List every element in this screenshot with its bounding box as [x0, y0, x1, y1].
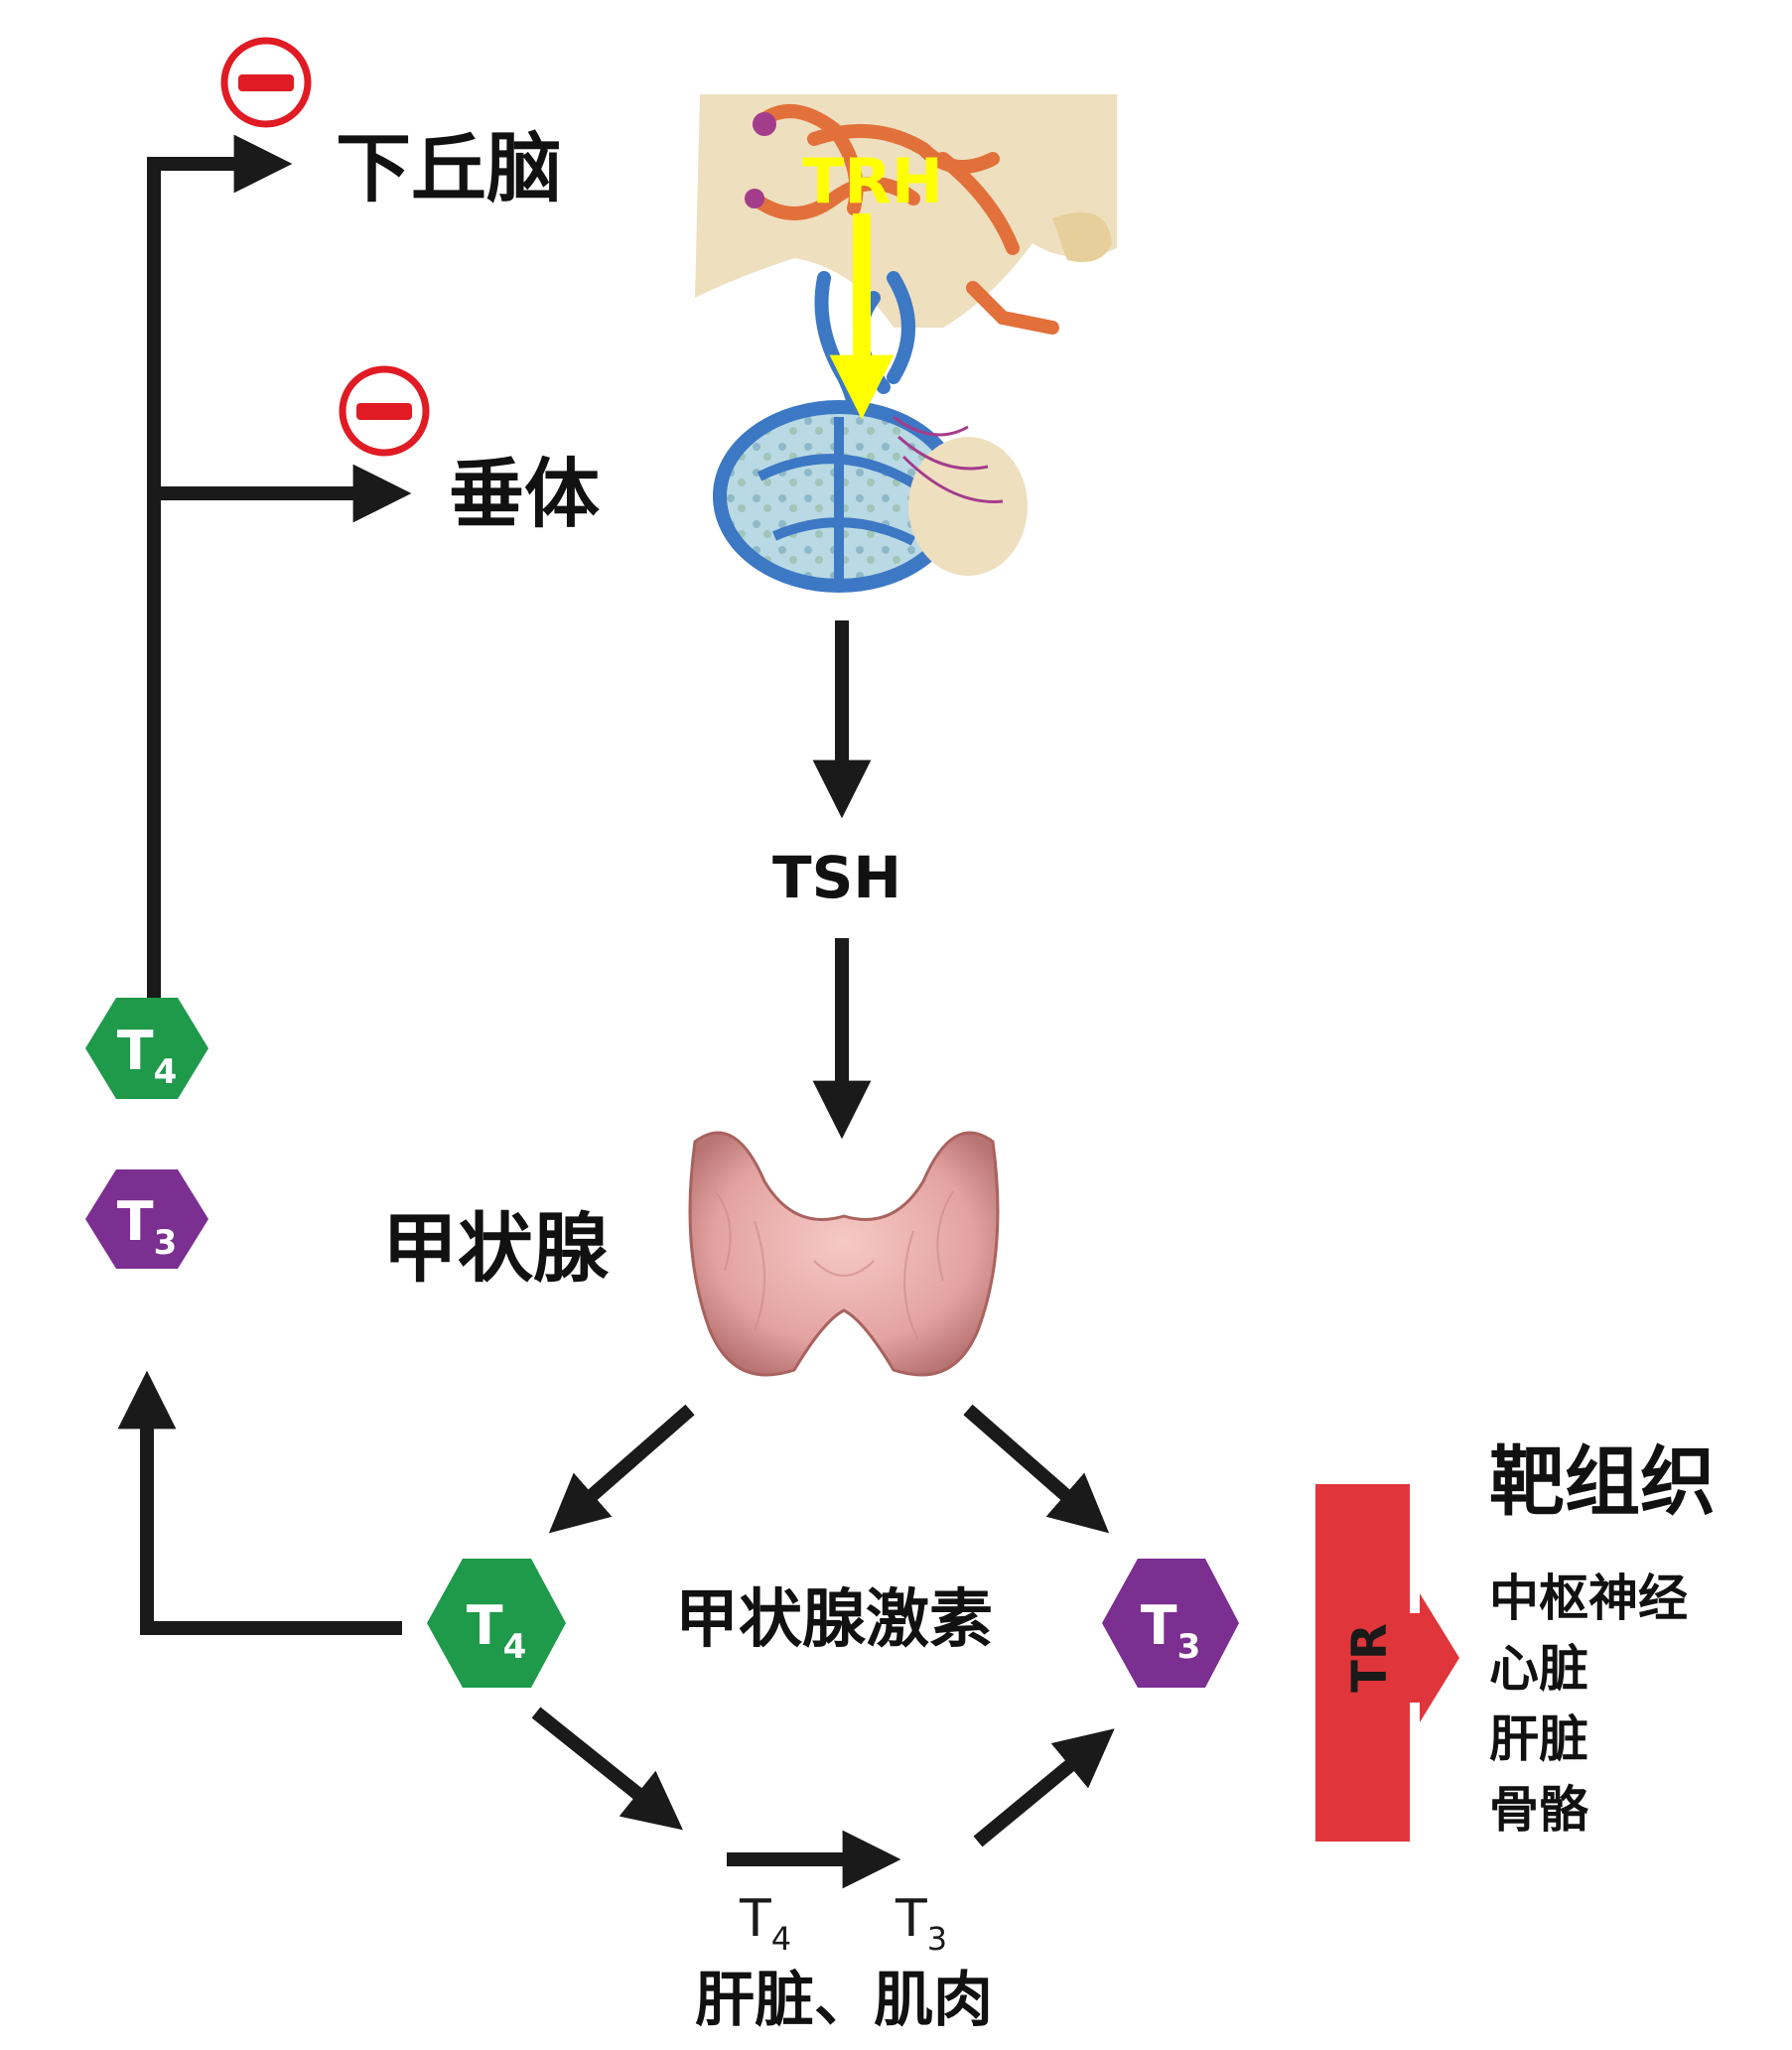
liver-muscle-label: 肝脏、肌肉: [695, 1966, 993, 2035]
hypothalamus-pituitary-illustration: [695, 94, 1117, 593]
thyroid-label: 甲状腺: [382, 1204, 609, 1293]
pituitary-label: 垂体: [449, 450, 600, 538]
t4-hexagon: T4: [427, 1559, 566, 1688]
t3-hexagon: T3: [1102, 1559, 1239, 1688]
target-item-bone: 骨骼: [1489, 1781, 1588, 1839]
receptor-label: TR: [1342, 1623, 1398, 1693]
arrows: [117, 134, 1115, 1889]
thyroid-receptor: TR: [1315, 1484, 1459, 1842]
liver-t3-label: T3: [895, 1889, 947, 1958]
minus-circle-icon: [339, 365, 430, 457]
arrow-t4-to-feedback: [117, 1370, 402, 1635]
svg-text:T3: T3: [1141, 1594, 1201, 1667]
trh-label: TRH: [802, 145, 943, 217]
arrow-liver-to-t3: [973, 1728, 1115, 1847]
minus-circle-icon: [220, 37, 312, 128]
target-item-liver: 肝脏: [1489, 1710, 1588, 1768]
target-item-heart: 心脏: [1489, 1640, 1588, 1698]
arrow-thyroid-to-t3: [963, 1404, 1110, 1534]
thyroid-hormone-label: 甲状腺激素: [675, 1583, 993, 1657]
svg-text:T4: T4: [467, 1594, 527, 1667]
t4-feedback-hexagon: T4: [85, 998, 208, 1099]
t3-feedback-hexagon: T3: [85, 1169, 208, 1269]
liver-t4-label: T4: [739, 1889, 791, 1958]
svg-text:T4: T4: [117, 1020, 178, 1092]
hypothalamus-label: 下丘脑: [336, 124, 562, 212]
target-tissue-heading: 靶组织: [1489, 1437, 1716, 1526]
target-item-cns: 中枢神经: [1489, 1570, 1688, 1627]
svg-text:T3: T3: [117, 1190, 178, 1263]
thyroid-gland-illustration: [688, 1131, 1000, 1377]
arrow-t4-to-liver: [531, 1707, 683, 1831]
target-tissue-list: 中枢神经 心脏 肝脏 骨骼: [1489, 1573, 1688, 1835]
tsh-label: TSH: [772, 844, 901, 911]
arrow-thyroid-to-t4: [548, 1404, 695, 1534]
